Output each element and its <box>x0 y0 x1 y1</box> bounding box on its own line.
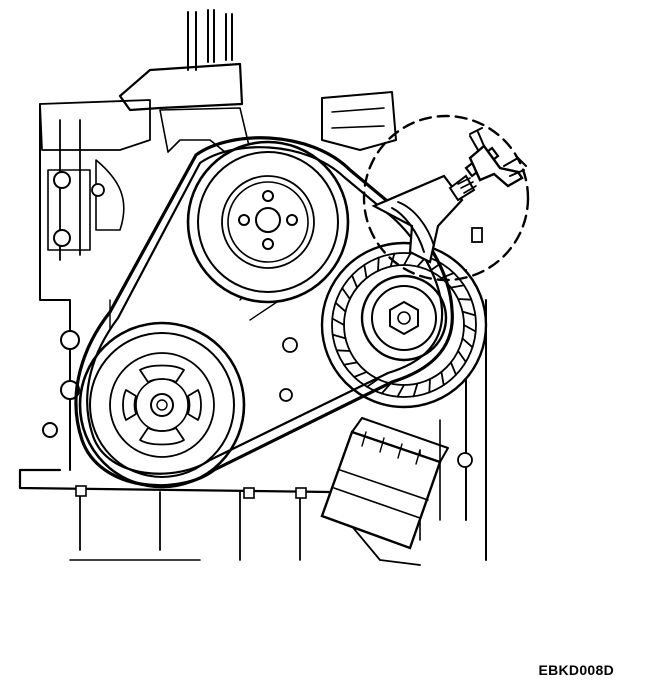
alternator-fin <box>331 317 345 326</box>
alternator-fin <box>461 337 474 349</box>
alternator <box>320 241 488 409</box>
alternator-fin <box>341 287 351 300</box>
alternator-fin <box>343 361 358 366</box>
alternator-fin <box>450 284 465 289</box>
figure-caption: EBKD008D <box>538 662 614 678</box>
alternator-fin <box>463 324 477 333</box>
alternator-fin <box>351 274 358 289</box>
alternator-fin <box>334 301 347 313</box>
drive-belt <box>74 136 454 488</box>
alternator-fin <box>461 310 477 317</box>
alternator-fin <box>331 333 347 340</box>
alternator-fin <box>353 371 368 378</box>
alternator-fin <box>366 378 379 388</box>
alternator-fin <box>450 361 457 376</box>
alternator-fin <box>335 349 351 352</box>
alternator-fin <box>457 298 473 301</box>
alternator-fin <box>396 384 405 398</box>
alternator-fin <box>403 252 412 266</box>
oil-filter <box>320 417 449 550</box>
alternator-fin <box>363 264 368 279</box>
engine-block <box>18 9 487 566</box>
alternator-fin <box>457 350 467 363</box>
alternator-fin <box>440 371 445 386</box>
alternator-fin <box>377 256 380 272</box>
crankshaft-pulley <box>78 321 246 489</box>
alternator-fin <box>412 382 419 398</box>
water-pump-pulley <box>186 140 350 304</box>
alternator-fin <box>428 378 431 394</box>
belt-tension-gauge <box>362 114 530 282</box>
